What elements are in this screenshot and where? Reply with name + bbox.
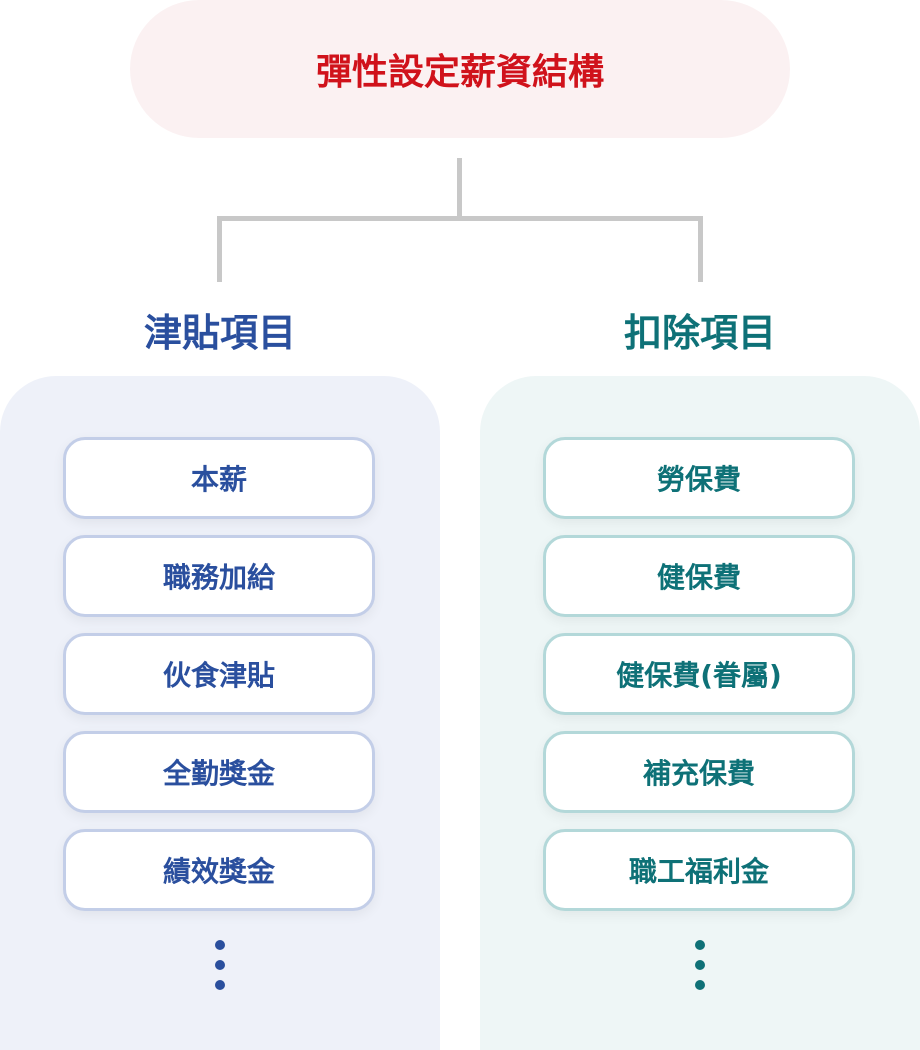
allowance-item: 職務加給	[63, 535, 375, 617]
allowance-item: 伙食津貼	[63, 633, 375, 715]
root-node-title: 彈性設定薪資結構	[130, 0, 790, 138]
deduction-item: 健保費	[543, 535, 855, 617]
more-ellipsis-icon	[695, 940, 705, 990]
more-ellipsis-icon	[215, 940, 225, 990]
connector-bar	[217, 216, 703, 221]
dot	[695, 980, 705, 990]
dot	[695, 960, 705, 970]
deduction-item: 勞保費	[543, 437, 855, 519]
deduction-item: 健保費(眷屬)	[543, 633, 855, 715]
allowance-item: 本薪	[63, 437, 375, 519]
connector-right	[698, 216, 703, 282]
deduction-item: 職工福利金	[543, 829, 855, 911]
dot	[215, 960, 225, 970]
dot	[215, 980, 225, 990]
allowances-heading: 津貼項目	[143, 311, 296, 355]
connector-stem	[457, 158, 462, 220]
allowance-item: 全勤獎金	[63, 731, 375, 813]
allowance-item: 績效獎金	[63, 829, 375, 911]
deductions-heading: 扣除項目	[623, 311, 776, 355]
dot	[215, 940, 225, 950]
connector-left	[217, 216, 222, 282]
deduction-item: 補充保費	[543, 731, 855, 813]
dot	[695, 940, 705, 950]
